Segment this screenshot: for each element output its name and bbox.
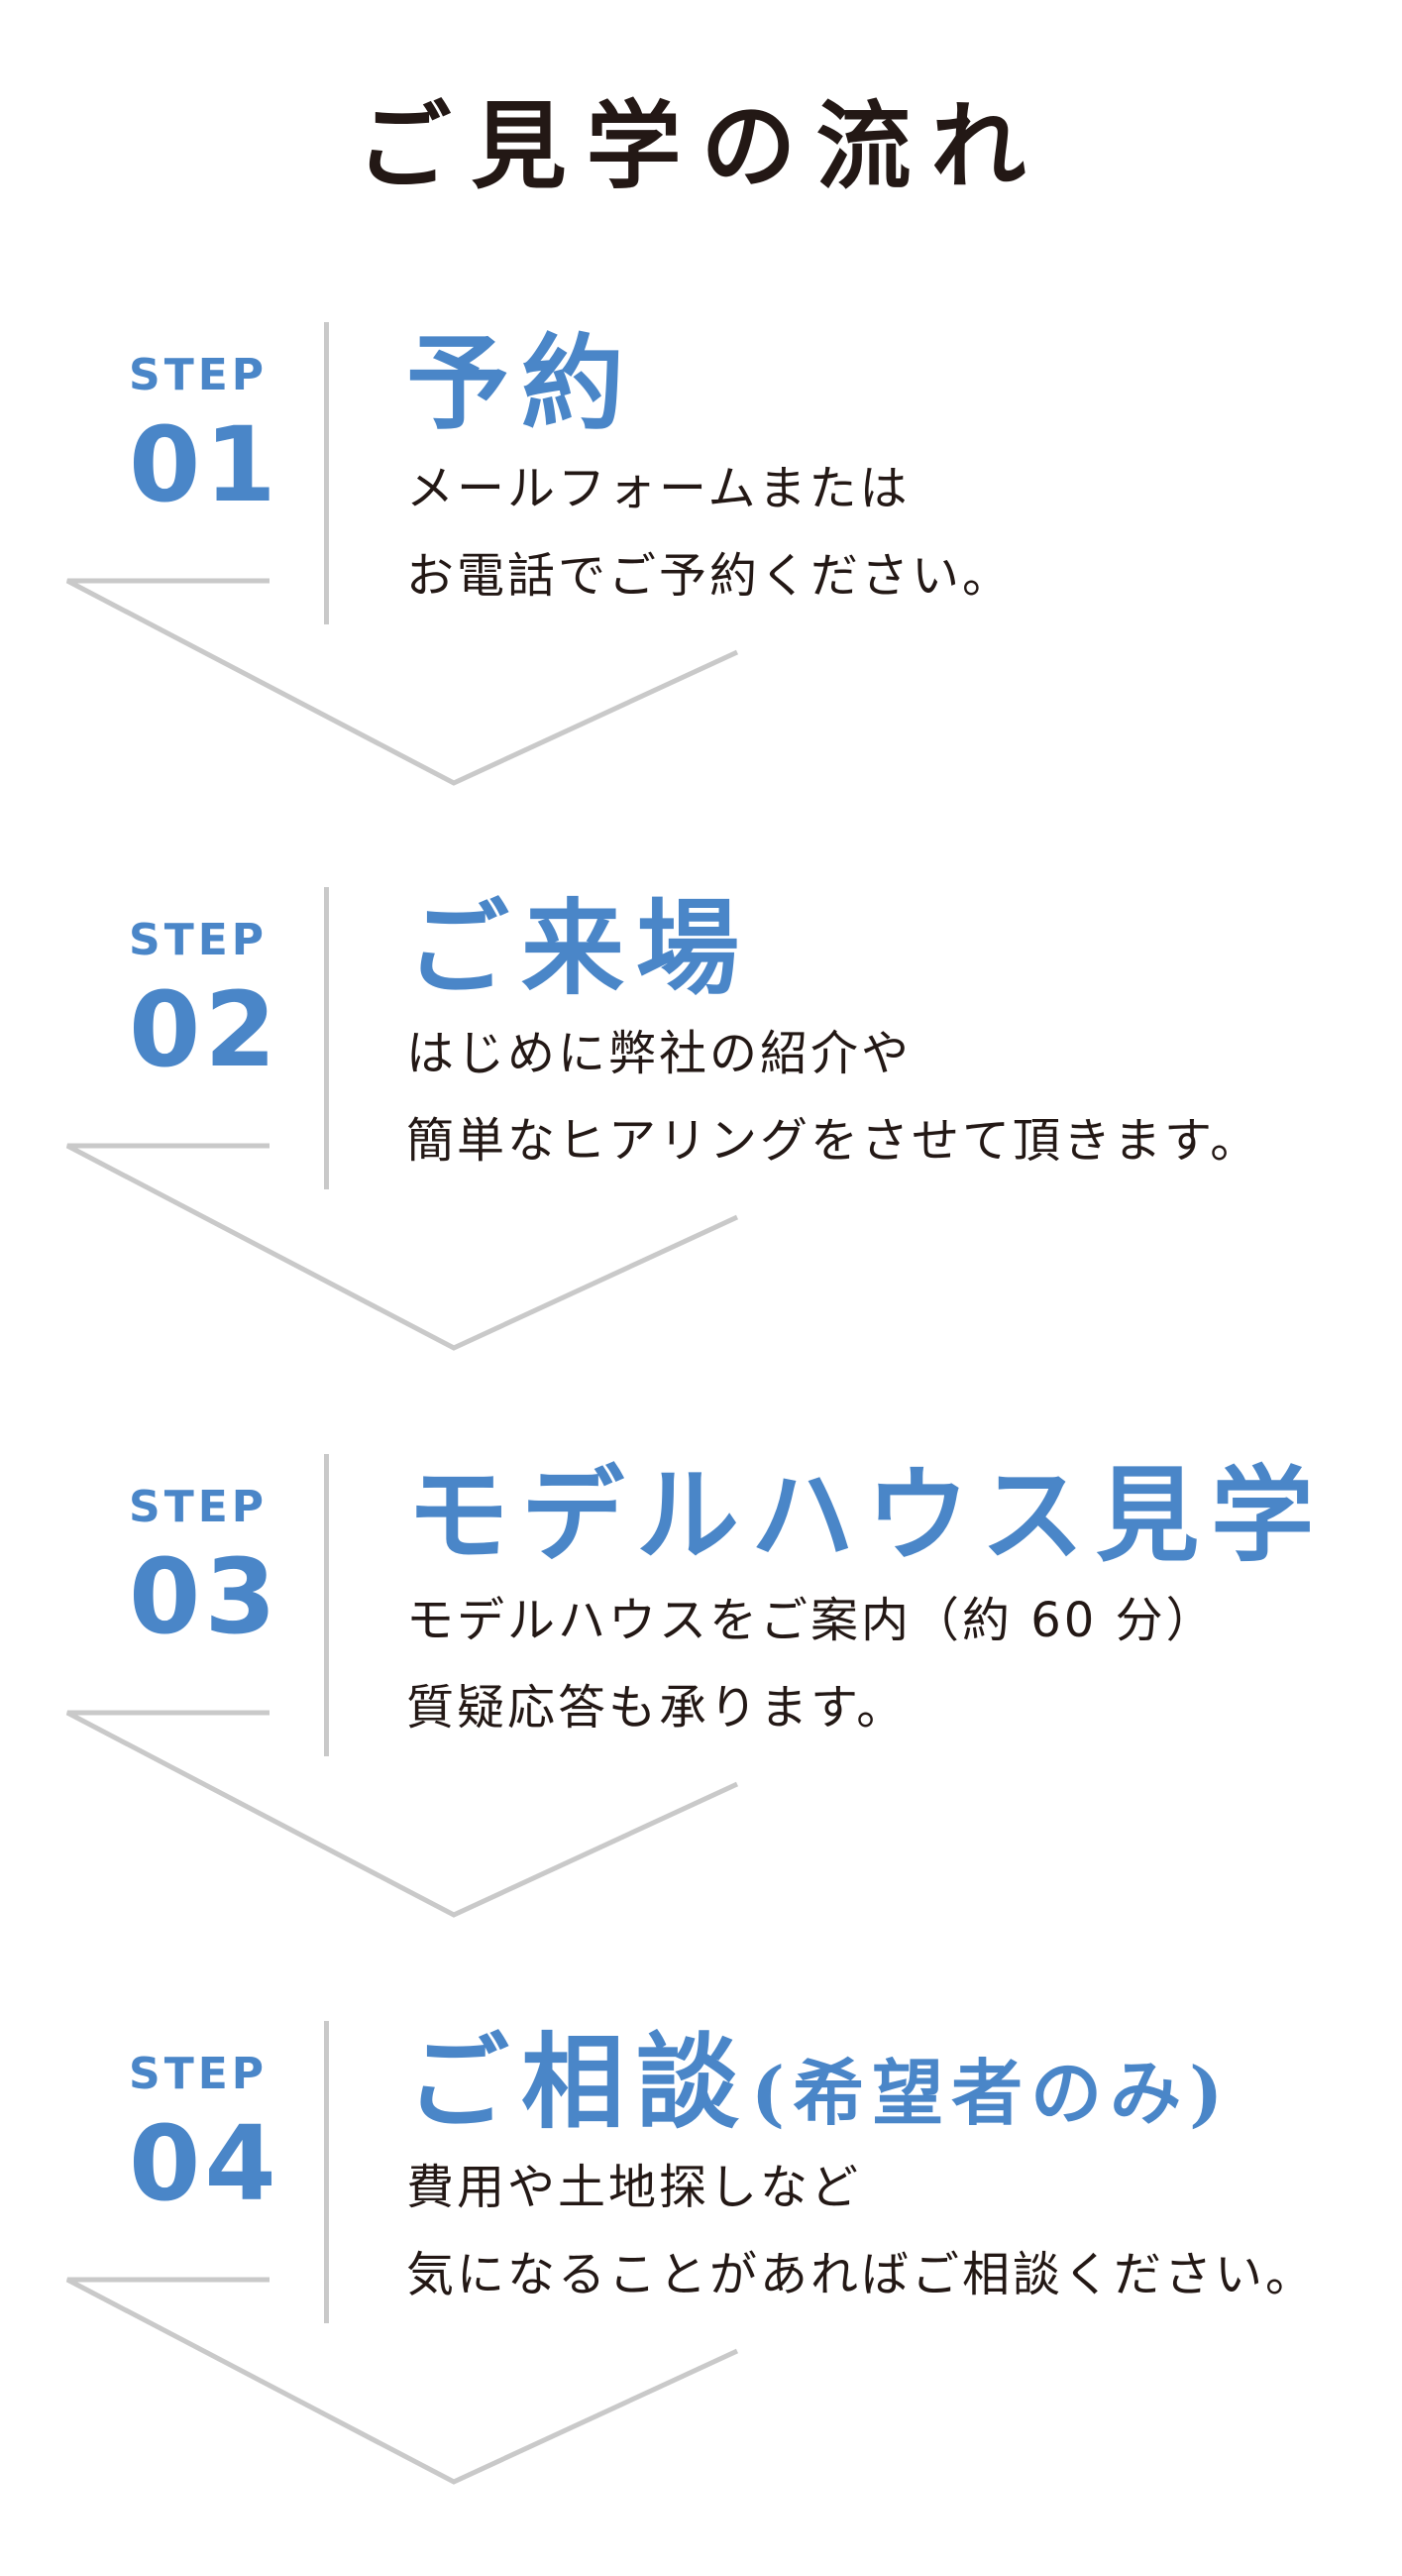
- step-number: 02: [129, 969, 280, 1090]
- step-description-line-2: 気になることがあればご相談ください。: [406, 2247, 1317, 2302]
- step-heading-text: ご相談: [406, 2021, 752, 2143]
- step-03: STEP 03 モデルハウス見学 モデルハウスをご案内（約 60 分） 質疑応答…: [0, 1454, 1402, 2009]
- step-heading: ご相談(希望者のみ): [406, 2025, 1232, 2139]
- down-arrow-icon: [65, 578, 739, 786]
- step-divider: [324, 2021, 329, 2323]
- step-heading: 予約: [406, 326, 636, 440]
- step-04: STEP 04 ご相談(希望者のみ) 費用や土地探しなど 気になることがあればご…: [0, 2021, 1402, 2576]
- step-number: 01: [129, 404, 280, 525]
- step-description-line-2: 質疑応答も承ります。: [406, 1680, 908, 1736]
- step-heading-text: モデルハウス見学: [406, 1454, 1327, 1576]
- step-number: 03: [129, 1536, 280, 1657]
- down-arrow-icon: [65, 1710, 739, 1918]
- step-heading-sub: (希望者のみ): [751, 2051, 1232, 2135]
- step-label: STEP: [129, 915, 269, 965]
- step-label: STEP: [129, 350, 269, 400]
- step-description-line-1: モデルハウスをご案内（約 60 分）: [406, 1593, 1217, 1648]
- step-heading-text: 予約: [406, 322, 637, 444]
- step-label: STEP: [129, 2049, 269, 2099]
- step-divider: [324, 887, 329, 1189]
- step-heading: モデルハウス見学: [406, 1458, 1326, 1572]
- page-title: ご見学の流れ: [356, 90, 1046, 202]
- step-01: STEP 01 予約 メールフォームまたは お電話でご予約ください。: [0, 322, 1402, 877]
- step-label: STEP: [129, 1482, 269, 1532]
- step-heading: ご来場: [406, 891, 751, 1005]
- step-description-line-1: はじめに弊社の紹介や: [406, 1026, 913, 1081]
- step-divider: [324, 322, 329, 624]
- step-divider: [324, 1454, 329, 1756]
- step-description-line-1: メールフォームまたは: [406, 461, 911, 516]
- step-number: 04: [129, 2103, 280, 2224]
- step-heading-text: ご来場: [406, 887, 752, 1009]
- step-description-line-2: お電話でご予約ください。: [406, 548, 1014, 604]
- step-description-line-1: 費用や土地探しなど: [406, 2160, 862, 2215]
- step-description-line-2: 簡単なヒアリングをさせて頂きます。: [406, 1113, 1261, 1169]
- down-arrow-icon: [65, 2277, 739, 2485]
- down-arrow-icon: [65, 1143, 739, 1351]
- step-02: STEP 02 ご来場 はじめに弊社の紹介や 簡単なヒアリングをさせて頂きます。: [0, 887, 1402, 1442]
